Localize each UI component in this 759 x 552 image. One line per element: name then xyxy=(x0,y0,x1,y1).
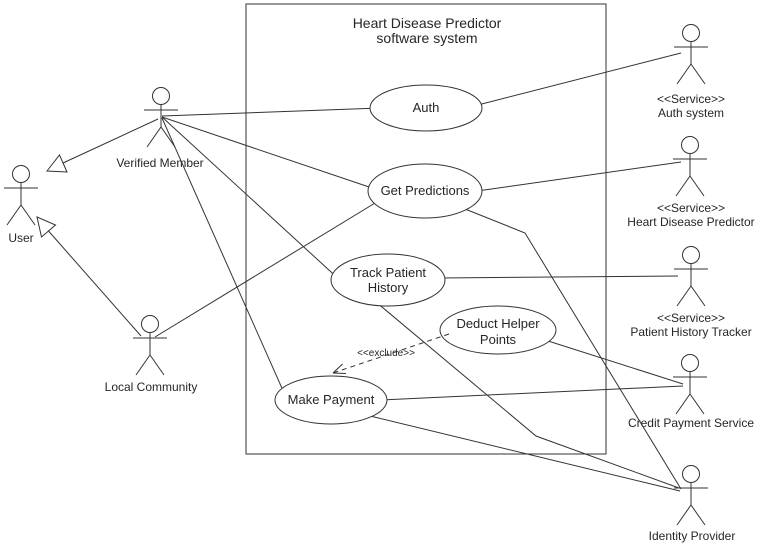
system-title-line1: Heart Disease Predictor xyxy=(353,15,502,31)
actor-verified-member-figure xyxy=(143,87,179,148)
association-verified-member-get-predictions xyxy=(161,116,379,191)
generalization-verified-member-user-line xyxy=(62,118,159,164)
association-verified-member-auth xyxy=(161,107,381,117)
exclude-arrowhead-wing1 xyxy=(332,372,347,374)
actor-local-community-label: Local Community xyxy=(105,380,198,394)
association-auth-auth-system xyxy=(469,52,682,108)
actor-patient-history-tracker-stereotype: <<Service>> xyxy=(657,311,725,325)
actor-patient-history-tracker-label: Patient History Tracker xyxy=(630,325,751,339)
association-make-payment-identity-provider xyxy=(361,413,681,492)
actor-heart-disease-predictor-stereotype: <<Service>> xyxy=(657,201,725,215)
system-boundary-box xyxy=(245,3,607,455)
actor-credit-payment-service: Credit Payment Service xyxy=(628,354,754,430)
association-get-predictions-heart-disease-predictor xyxy=(469,161,682,193)
usecase-auth-label: Auth xyxy=(413,100,440,115)
usecase-track-patient-history-label-line1: Track Patient xyxy=(350,265,426,280)
usecase-get-predictions-ellipse xyxy=(367,163,483,219)
actor-local-community: Local Community xyxy=(105,315,198,394)
system-title-line2: software system xyxy=(376,30,477,46)
usecase-get-predictions-label: Get Predictions xyxy=(381,183,470,198)
actor-auth-system-label: Auth system xyxy=(658,106,724,120)
actor-patient-history-tracker: <<Service>> Patient History Tracker xyxy=(630,246,752,339)
actor-auth-system-figure xyxy=(673,24,709,85)
actor-heart-disease-predictor-figure xyxy=(672,136,708,197)
usecase-get-predictions: Get Predictions xyxy=(367,163,483,219)
usecase-track-patient-history-ellipse xyxy=(330,253,446,307)
actor-credit-payment-service-label: Credit Payment Service xyxy=(628,416,754,430)
generalization-local-community-user-arrowhead xyxy=(36,216,57,238)
usecase-deduct-helper-points: Deduct Helper Points xyxy=(439,305,557,355)
usecase-deduct-helper-points-label-line1: Deduct Helper xyxy=(456,316,540,331)
actor-user: User xyxy=(3,165,39,245)
actor-heart-disease-predictor: <<Service>> Heart Disease Predictor xyxy=(627,136,755,229)
association-local-community-get-predictions xyxy=(154,199,381,338)
actor-patient-history-tracker-figure xyxy=(673,246,709,307)
association-deduct-helper-points-credit-payment-service xyxy=(544,339,684,385)
association-verified-member-make-payment xyxy=(161,117,286,396)
usecase-auth-ellipse xyxy=(369,84,483,132)
generalization-local-community-user-line xyxy=(48,230,142,337)
association-track-patient-history-identity-provider xyxy=(369,296,680,489)
usecase-make-payment-label: Make Payment xyxy=(288,392,375,407)
usecase-track-patient-history: Track Patient History xyxy=(330,253,446,307)
actor-identity-provider-label: Identity Provider xyxy=(649,529,736,543)
association-make-payment-credit-payment-service xyxy=(379,385,684,401)
association-get-predictions-identity-provider xyxy=(454,204,682,490)
usecase-deduct-helper-points-label-line2: Points xyxy=(480,332,517,347)
actor-user-figure xyxy=(3,165,39,226)
exclude-dependency-line xyxy=(332,333,450,374)
actor-credit-payment-service-figure xyxy=(672,354,708,415)
usecase-auth: Auth xyxy=(369,84,483,132)
exclude-label: <<exclude>> xyxy=(357,348,415,359)
association-track-patient-history-patient-history-tracker xyxy=(439,275,679,279)
association-verified-member-track-patient-history xyxy=(161,116,343,283)
actor-auth-system-stereotype: <<Service>> xyxy=(657,92,725,106)
exclude-arrowhead-wing2 xyxy=(332,363,343,374)
actor-auth-system: <<Service>> Auth system xyxy=(657,24,725,120)
generalization-verified-member-user-arrowhead xyxy=(46,154,68,173)
actor-identity-provider-figure xyxy=(673,465,709,526)
actor-identity-provider: Identity Provider xyxy=(649,465,736,543)
usecase-track-patient-history-label-line2: History xyxy=(368,280,409,295)
actor-verified-member: Verified Member xyxy=(116,87,204,170)
actor-local-community-figure xyxy=(132,315,168,376)
usecase-deduct-helper-points-ellipse xyxy=(439,305,557,355)
usecase-make-payment: Make Payment xyxy=(274,375,388,425)
actor-user-label: User xyxy=(8,231,33,245)
actor-heart-disease-predictor-label: Heart Disease Predictor xyxy=(627,215,754,229)
usecase-make-payment-ellipse xyxy=(274,375,388,425)
actor-verified-member-label: Verified Member xyxy=(116,156,203,170)
